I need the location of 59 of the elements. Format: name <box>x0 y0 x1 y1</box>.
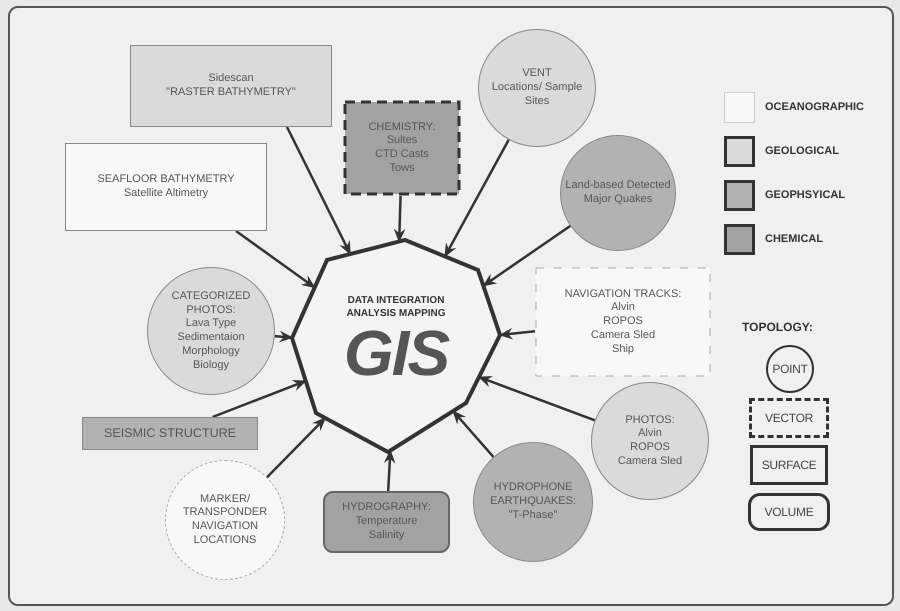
node-text: "T-Phase" <box>508 508 558 523</box>
node-text: Locations/ Sample Sites <box>490 81 584 109</box>
data-box <box>343 100 461 196</box>
legend-text: GEOPHSYICAL <box>765 188 846 204</box>
arrow <box>498 328 536 340</box>
legend-text: SURFACE <box>762 457 816 474</box>
node-text: Tows <box>388 162 416 176</box>
arrow <box>444 139 510 258</box>
arrow <box>235 230 316 289</box>
node-text: HYDROGRAPHY: <box>341 501 432 516</box>
node-text: ROPOS <box>629 441 671 455</box>
node-text: Biology <box>192 358 230 372</box>
node-text: Sultes <box>386 134 418 148</box>
node-text: Ship <box>610 342 636 356</box>
node-text: Salinity <box>368 528 406 543</box>
node-text: Camera Sled <box>616 454 684 468</box>
node-text: Sedimentaion <box>176 331 246 345</box>
gis-title: GIS <box>344 320 448 384</box>
legend-text: GEOLOGICAL <box>765 144 839 160</box>
node-text: Lava Type <box>184 317 238 331</box>
gis-octagon <box>290 238 502 454</box>
node-text: CHEMISTRY: <box>367 120 437 134</box>
legend-heading: TOPOLOGY: <box>742 319 814 336</box>
arrow <box>482 224 571 287</box>
data-box <box>535 267 711 377</box>
node-text: ROPOS <box>602 315 644 329</box>
node-text: Alvin <box>637 427 663 441</box>
node-text: PHOTOS: <box>624 414 676 428</box>
data-box <box>65 143 267 231</box>
legend-text: VOLUME <box>764 504 814 521</box>
node-text: SEISMIC STRUCTURE <box>103 426 237 442</box>
node-text: Alvin <box>610 301 636 316</box>
gis-subtitle: DATA INTEGRATION ANALYSIS MAPPING <box>345 294 447 320</box>
legend-text: VECTOR <box>765 410 813 427</box>
node-text: Land-based Detected Major Quakes <box>564 179 672 207</box>
arrow <box>274 330 294 342</box>
legend-text: POINT <box>772 361 808 378</box>
node-text: CATEGORIZED PHOTOS: <box>170 290 252 318</box>
arrow <box>478 376 596 422</box>
node-text: CTD Casts <box>374 148 430 162</box>
data-box <box>323 491 450 553</box>
node-text: HYDROPHONE EARTHQUAKES: <box>489 481 577 509</box>
node-text: NAVIGATION TRACKS: <box>564 288 682 302</box>
arrow <box>452 410 494 458</box>
node-text: VENT <box>521 67 553 82</box>
node-text: Satellite Altimetry <box>122 187 210 201</box>
legend-text: CHEMICAL <box>765 232 824 248</box>
legend-text: OCEANOGRAPHIC <box>765 100 864 116</box>
arrow <box>266 417 326 478</box>
data-box <box>130 45 332 127</box>
node-text: SEAFLOOR BATHYMETRY <box>96 173 236 187</box>
node-text: Morphology <box>181 344 241 358</box>
node-text: Sidescan <box>207 72 255 86</box>
node-text: MARKER/ TRANSPONDER NAVIGATION LOCATIONS <box>182 492 268 548</box>
node-text: Temperature <box>354 515 418 529</box>
arrow <box>286 126 352 256</box>
data-box <box>82 417 258 450</box>
node-text: "RASTER BATHYMETRY" <box>165 86 297 100</box>
node-text: Camera Sled <box>590 328 656 343</box>
